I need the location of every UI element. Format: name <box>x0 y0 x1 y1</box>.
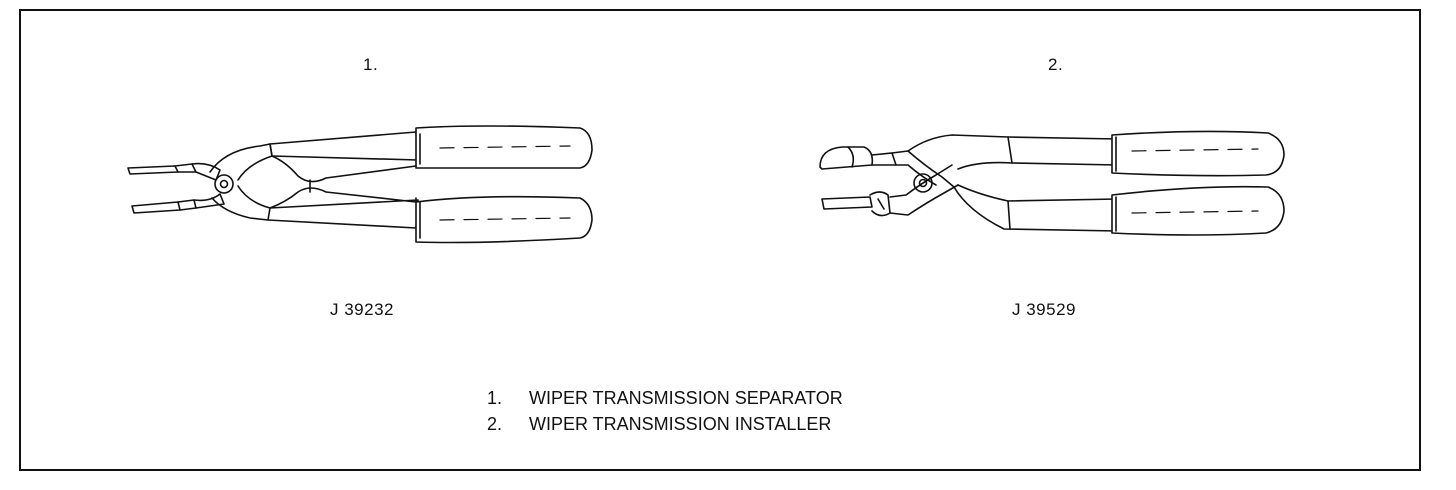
legend-item: 2. WIPER TRANSMISSION INSTALLER <box>487 411 843 437</box>
tool-2-part-number: J 39529 <box>1012 300 1076 319</box>
tool-2-number: 2. <box>1048 55 1064 74</box>
legend-item: 1. WIPER TRANSMISSION SEPARATOR <box>487 385 843 411</box>
legend-item-label: WIPER TRANSMISSION INSTALLER <box>529 414 832 434</box>
tool-1-number: 1. <box>363 55 379 74</box>
legend-item-number: 1. <box>487 388 503 408</box>
pliers-separator-icon <box>127 125 593 244</box>
legend-item-number: 2. <box>487 414 503 434</box>
pliers-installer-icon <box>819 130 1285 236</box>
tool-1-part-number: J 39232 <box>330 300 394 319</box>
legend-item-label: WIPER TRANSMISSION SEPARATOR <box>529 388 843 408</box>
legend: 1. WIPER TRANSMISSION SEPARATOR 2. WIPER… <box>487 385 843 437</box>
figure-frame <box>19 9 1421 471</box>
